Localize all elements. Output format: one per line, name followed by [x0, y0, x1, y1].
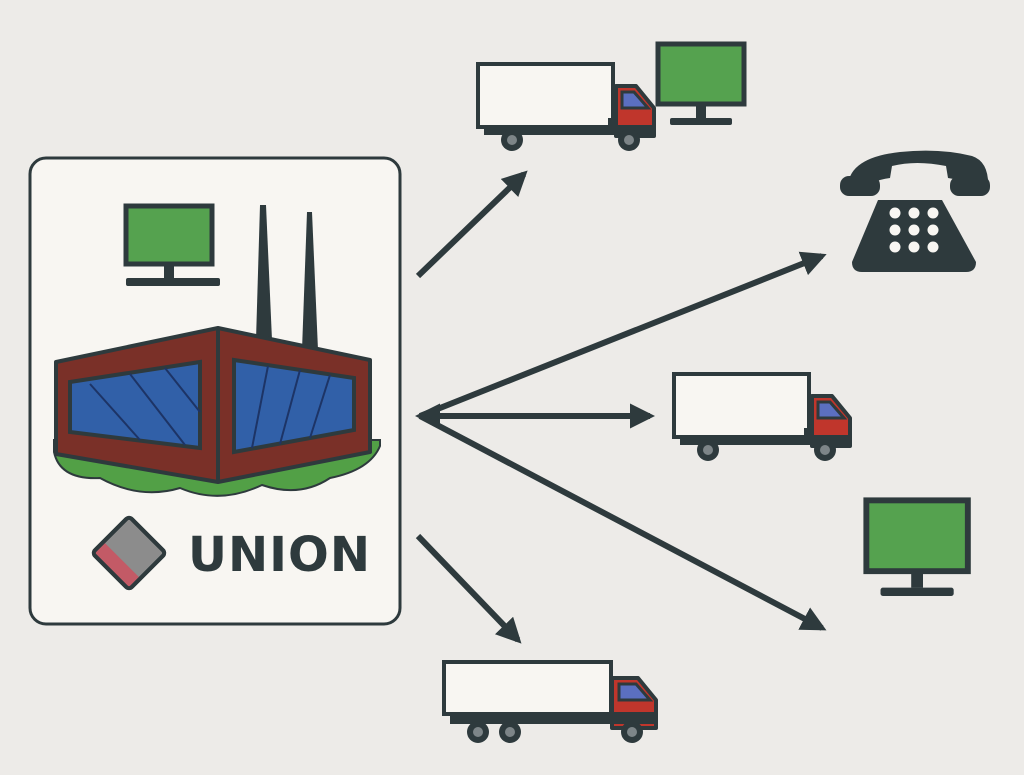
truck-icon — [672, 372, 852, 463]
computer-monitor-icon — [866, 500, 967, 596]
arrow-to-truck-top — [415, 170, 528, 279]
hq-computer-monitor-icon — [123, 203, 220, 286]
arrow-to-truck-bottom — [415, 533, 522, 644]
computer-monitor-icon — [658, 44, 744, 125]
arrow-to-monitor-right — [418, 413, 827, 631]
company-name: UNION — [188, 527, 371, 583]
union-hq-panel: UNION — [28, 156, 402, 626]
connection-arrows — [414, 170, 827, 644]
arrow-to-telephone — [418, 251, 827, 419]
union-diamond-logo-icon — [91, 515, 167, 591]
factory-icon — [53, 205, 381, 497]
truck-icon — [442, 660, 658, 743]
telephone-icon — [840, 150, 990, 272]
truck-icon — [476, 62, 656, 153]
